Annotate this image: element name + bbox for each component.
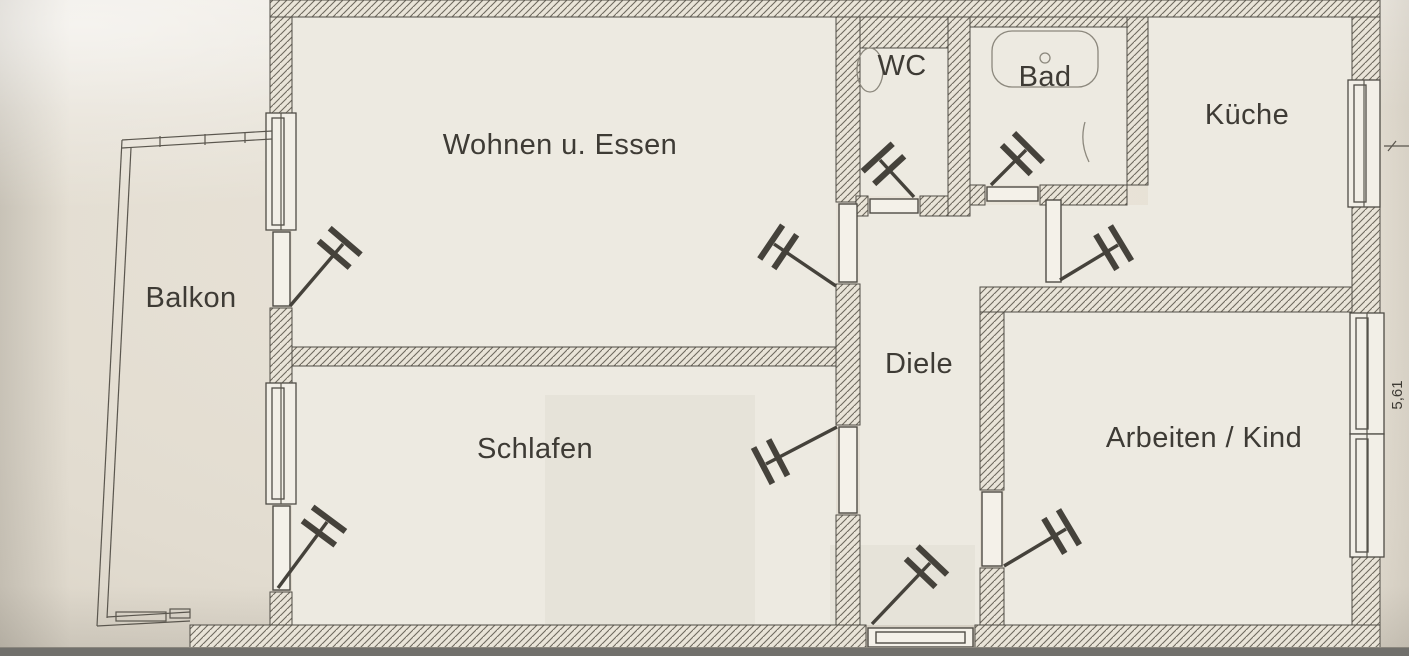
room-label-schlafen: Schlafen [477,433,593,465]
dimension-marks: 5,61 [1384,140,1409,410]
room-label-balkon: Balkon [145,282,236,314]
room-areas [292,17,1352,625]
window-arbeiten-upper [1349,312,1385,435]
door-bad [986,131,1045,202]
door-kueche [1045,199,1135,283]
window-schlafen [265,382,297,505]
door-arbeiten [981,491,1083,568]
bathtub-icon [991,30,1099,88]
balcony-railing [96,130,273,627]
bathtub-drain-icon [1039,52,1051,64]
walls-hatched [189,0,1381,651]
room-area-wohnen [292,17,836,347]
sink-icon [856,47,884,93]
room-area-schlafen [292,366,836,625]
room-label-arbeiten: Arbeiten / Kind [1106,422,1302,454]
room-label-kueche: Küche [1205,99,1289,131]
door-entrance [867,544,974,648]
door-wohnen-balcony [272,225,363,308]
dimension-label: 5,61 [1389,380,1406,409]
windows-group [265,79,1385,558]
room-area-arbeiten [1004,312,1352,625]
door-schlafen-balcony [272,504,348,591]
bad-fitting-mark [1082,121,1090,163]
bleedthrough-artifacts [545,395,975,625]
room-label-wohnen: Wohnen u. Essen [443,129,677,161]
room-area-bad [970,27,1127,185]
doors-group [272,131,1135,648]
door-wohnen-diele [757,203,858,288]
room-label-diele: Diele [885,348,953,380]
room-label-bad: Bad [1019,61,1072,93]
room-label-wc: WC [877,50,926,82]
window-wohnen [265,112,297,231]
door-wc [860,141,919,214]
room-labels: Wohnen u. Essen WC Bad Küche Balkon Diel… [145,50,1302,465]
window-kueche [1347,79,1381,208]
room-area-kueche [1148,17,1352,287]
fixtures-group [856,30,1099,163]
photo-edge-strip [0,647,1409,656]
window-arbeiten-lower [1349,433,1385,558]
door-schlafen-diele [750,425,858,514]
